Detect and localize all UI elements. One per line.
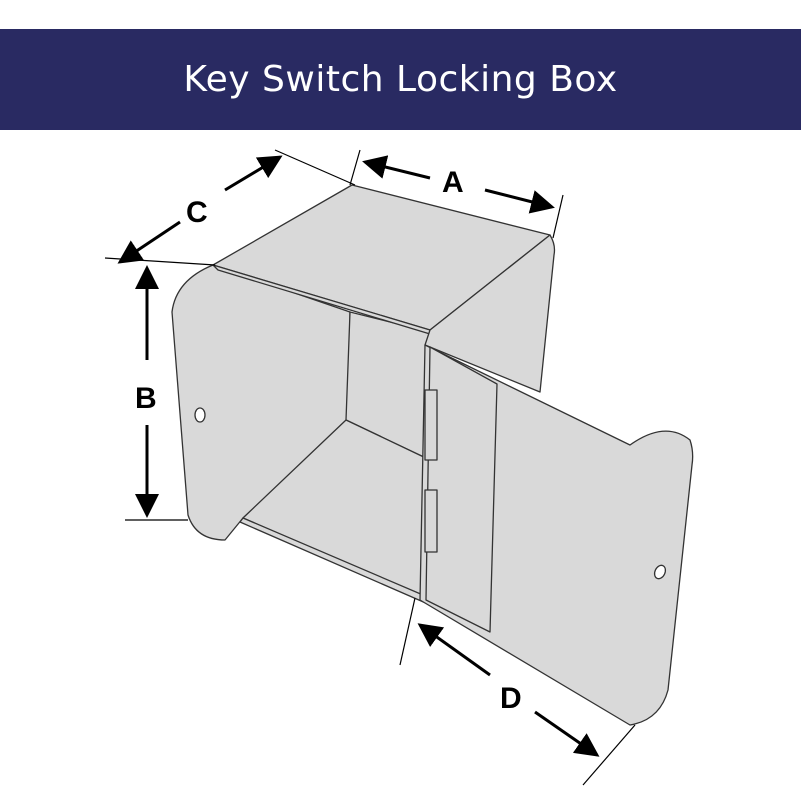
dimension-c-label: C [186,196,208,229]
hinge-knuckle-bottom [424,489,438,553]
left-panel [171,264,351,541]
dim-a-arrow-right [484,188,555,214]
dim-d-arrow-top [417,623,491,677]
mounting-hole-right [653,564,667,580]
hinge-knuckle-top [424,389,438,461]
mounting-hole-left [194,407,206,423]
dim-c-arrow-top [224,155,283,192]
page-title: Key Switch Locking Box [183,59,618,100]
dimension-a-label: A [442,166,464,199]
dimension-b-label: B [135,382,157,415]
dim-a-arrow-left [362,155,431,180]
dim-d-arrow-bottom [534,710,600,757]
dimension-d-label: D [500,682,522,715]
dim-c-arrow-bottom [117,220,181,264]
title-banner: Key Switch Locking Box [0,29,801,130]
right-top-panel [424,234,556,393]
